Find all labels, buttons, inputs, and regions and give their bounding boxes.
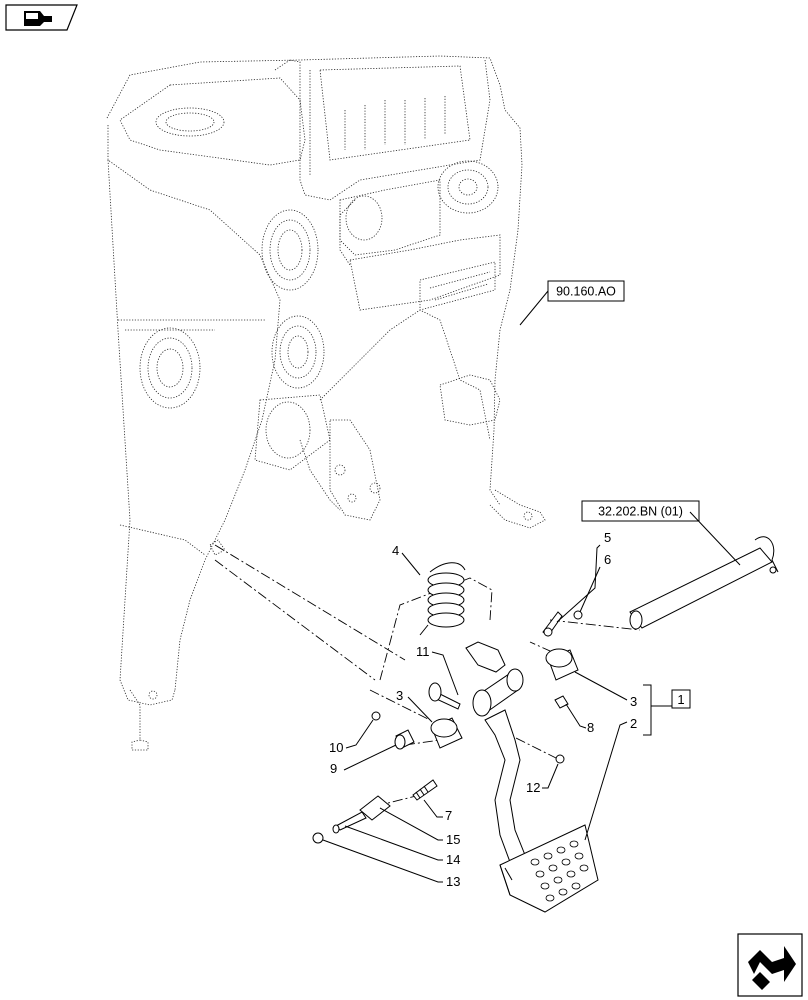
ref-cab-label: 90.160.AO <box>556 285 616 299</box>
callout-14: 14 <box>446 852 460 867</box>
callout-10: 10 <box>329 740 343 755</box>
assembly-lines <box>214 544 641 811</box>
callout-15: 15 <box>446 832 460 847</box>
book-arrow-icon[interactable] <box>5 4 78 31</box>
small-fasteners <box>371 610 583 801</box>
callout-7: 7 <box>445 808 452 823</box>
callout-1: 1 <box>677 692 684 707</box>
callout-5: 5 <box>604 530 611 545</box>
callout-3-right: 3 <box>630 694 637 709</box>
callout-8: 8 <box>587 720 594 735</box>
callouts: 4 5 6 11 3 10 9 3 2 1 8 12 7 15 14 13 <box>322 530 691 889</box>
callout-11: 11 <box>416 644 430 659</box>
bushing-left <box>430 717 463 749</box>
callout-3-left: 3 <box>396 688 403 703</box>
callout-6: 6 <box>604 552 611 567</box>
callout-12: 12 <box>526 780 540 795</box>
ref-shaft-label: 32.202.BN (01) <box>598 505 683 519</box>
cab-dashboard-structure <box>106 55 546 751</box>
ref-box-shaft[interactable]: 32.202.BN (01) <box>581 500 741 566</box>
callout-1-box <box>671 689 691 709</box>
callout-2: 2 <box>630 716 637 731</box>
return-spring <box>419 562 466 636</box>
callout-4: 4 <box>392 543 399 558</box>
clevis-and-pin <box>312 795 391 844</box>
next-page-arrow-icon[interactable] <box>737 933 803 997</box>
callout-9: 9 <box>330 761 337 776</box>
clutch-pedal <box>465 641 599 913</box>
bushing-right <box>545 648 579 681</box>
ref-box-cab[interactable]: 90.160.AO <box>519 280 625 326</box>
pivot-shaft <box>629 536 779 630</box>
callout-13: 13 <box>446 874 460 889</box>
